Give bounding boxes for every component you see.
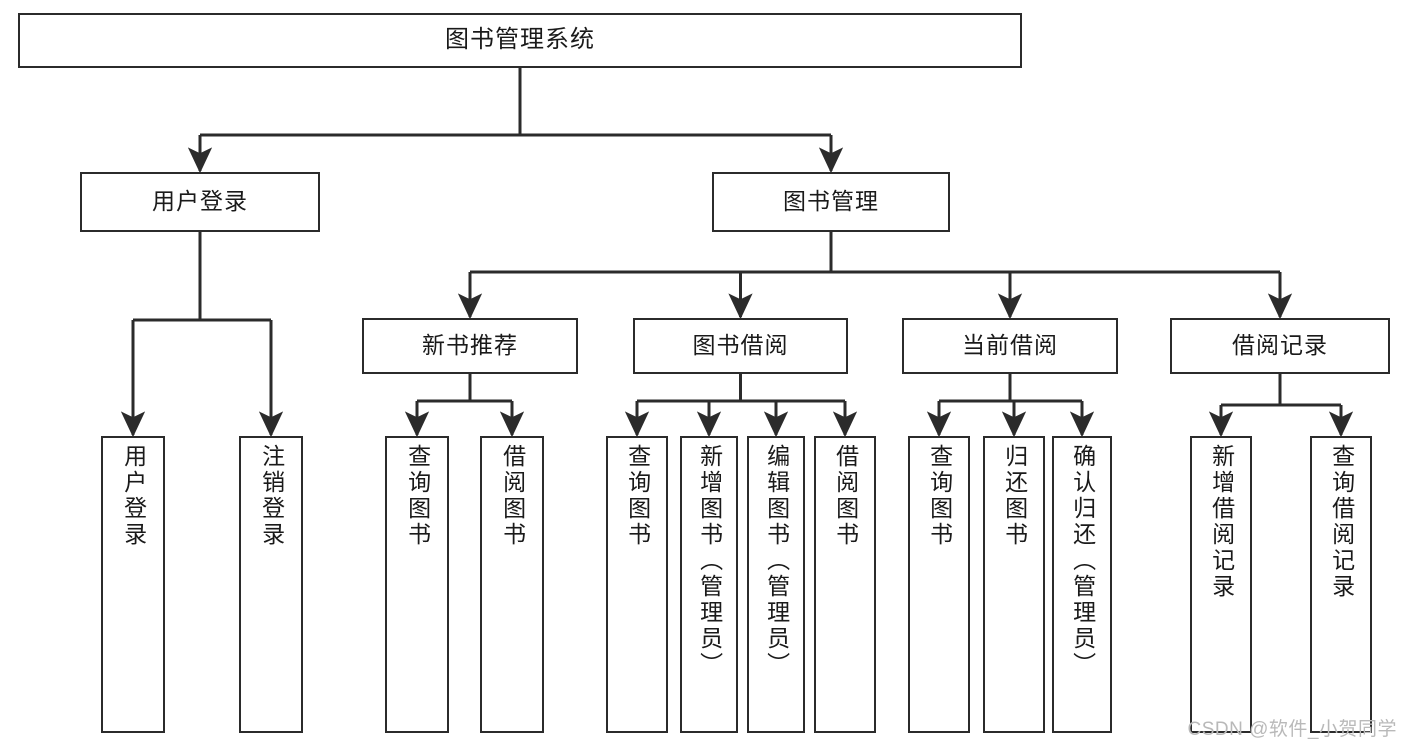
node-leaf_query_b1[interactable]: 查询图书 <box>385 436 449 733</box>
node-label-leaf_add_rec: 新增借阅记录 <box>1208 444 1235 600</box>
node-new_book_rec[interactable]: 新书推荐 <box>362 318 578 374</box>
node-leaf_query_b3[interactable]: 查询图书 <box>908 436 970 733</box>
node-label-leaf_borrow_b2: 借阅图书 <box>832 444 859 548</box>
node-user_login[interactable]: 用户登录 <box>80 172 320 232</box>
node-root[interactable]: 图书管理系统 <box>18 13 1022 68</box>
node-leaf_query_rec[interactable]: 查询借阅记录 <box>1310 436 1372 733</box>
node-label-leaf_user_login: 用户登录 <box>120 444 147 548</box>
node-label-leaf_query_b2: 查询图书 <box>624 444 651 548</box>
node-leaf_add_book[interactable]: 新增图书（管理员） <box>680 436 738 733</box>
node-leaf_add_rec[interactable]: 新增借阅记录 <box>1190 436 1252 733</box>
node-label-leaf_logout: 注销登录 <box>258 444 285 548</box>
node-label-leaf_return: 归还图书 <box>1001 444 1028 548</box>
node-label-user_login: 用户登录 <box>152 188 248 215</box>
node-label-leaf_query_b3: 查询图书 <box>926 444 953 548</box>
node-leaf_user_login[interactable]: 用户登录 <box>101 436 165 733</box>
node-label-leaf_borrow_b1: 借阅图书 <box>499 444 526 548</box>
node-leaf_query_b2[interactable]: 查询图书 <box>606 436 668 733</box>
node-label-root: 图书管理系统 <box>445 26 595 54</box>
node-leaf_edit_book[interactable]: 编辑图书（管理员） <box>747 436 805 733</box>
node-leaf_conf_ret[interactable]: 确认归还（管理员） <box>1052 436 1112 733</box>
node-label-leaf_add_book: 新增图书（管理员） <box>696 444 723 678</box>
node-label-book_manage: 图书管理 <box>783 188 879 215</box>
node-leaf_return[interactable]: 归还图书 <box>983 436 1045 733</box>
node-label-current_borrow: 当前借阅 <box>962 332 1058 359</box>
node-current_borrow[interactable]: 当前借阅 <box>902 318 1118 374</box>
node-label-borrow_record: 借阅记录 <box>1232 332 1328 359</box>
node-borrow_record[interactable]: 借阅记录 <box>1170 318 1390 374</box>
watermark-text: CSDN @软件_小贺同学 <box>1187 719 1397 740</box>
node-leaf_borrow_b2[interactable]: 借阅图书 <box>814 436 876 733</box>
edge-group <box>120 68 1354 438</box>
node-label-leaf_edit_book: 编辑图书（管理员） <box>763 444 790 678</box>
node-leaf_logout[interactable]: 注销登录 <box>239 436 303 733</box>
node-book_borrow[interactable]: 图书借阅 <box>633 318 848 374</box>
node-label-leaf_query_b1: 查询图书 <box>404 444 431 548</box>
node-label-leaf_query_rec: 查询借阅记录 <box>1328 444 1355 600</box>
node-book_manage[interactable]: 图书管理 <box>712 172 950 232</box>
node-leaf_borrow_b1[interactable]: 借阅图书 <box>480 436 544 733</box>
node-label-leaf_conf_ret: 确认归还（管理员） <box>1069 444 1096 678</box>
node-label-book_borrow: 图书借阅 <box>692 332 789 359</box>
node-label-new_book_rec: 新书推荐 <box>422 332 518 359</box>
